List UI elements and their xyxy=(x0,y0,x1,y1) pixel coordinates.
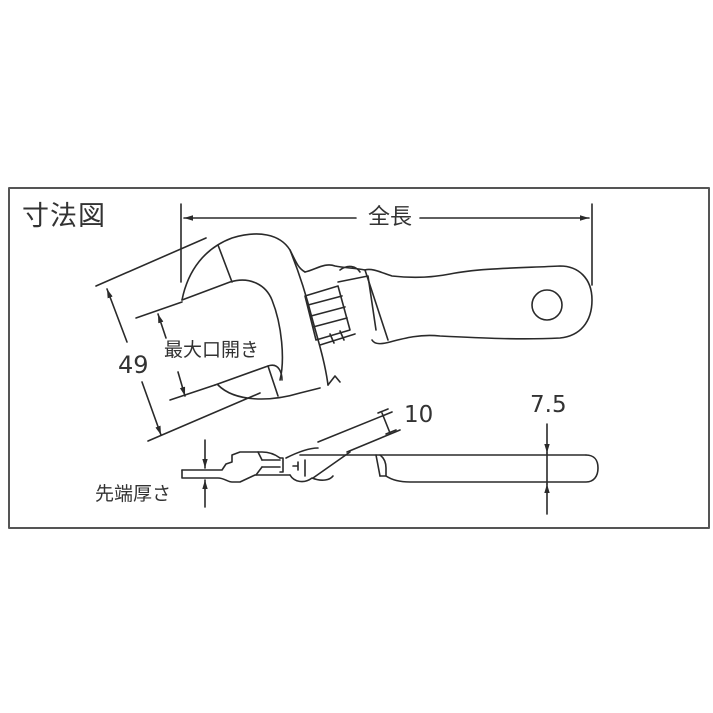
jaw-thickness-label: 10 xyxy=(404,402,434,428)
hanging-hole xyxy=(531,289,563,321)
drawing-title: 寸法図 xyxy=(22,201,106,232)
total-length-label: 全長 xyxy=(364,207,417,229)
head-width-label: 49 xyxy=(118,351,149,379)
frame-border xyxy=(8,187,710,529)
wrench-top-view xyxy=(181,233,593,400)
head-width-dimension xyxy=(95,237,261,442)
jaw-thickness-dimension xyxy=(312,408,401,479)
wrench-side-view xyxy=(181,447,599,483)
max-opening-label: 最大口開き xyxy=(164,339,260,361)
handle-thickness-label: 7.5 xyxy=(530,392,567,418)
tip-thickness-label: 先端厚さ xyxy=(95,483,172,505)
total-length-dimension xyxy=(180,203,593,286)
max-opening-dimension xyxy=(135,301,216,401)
